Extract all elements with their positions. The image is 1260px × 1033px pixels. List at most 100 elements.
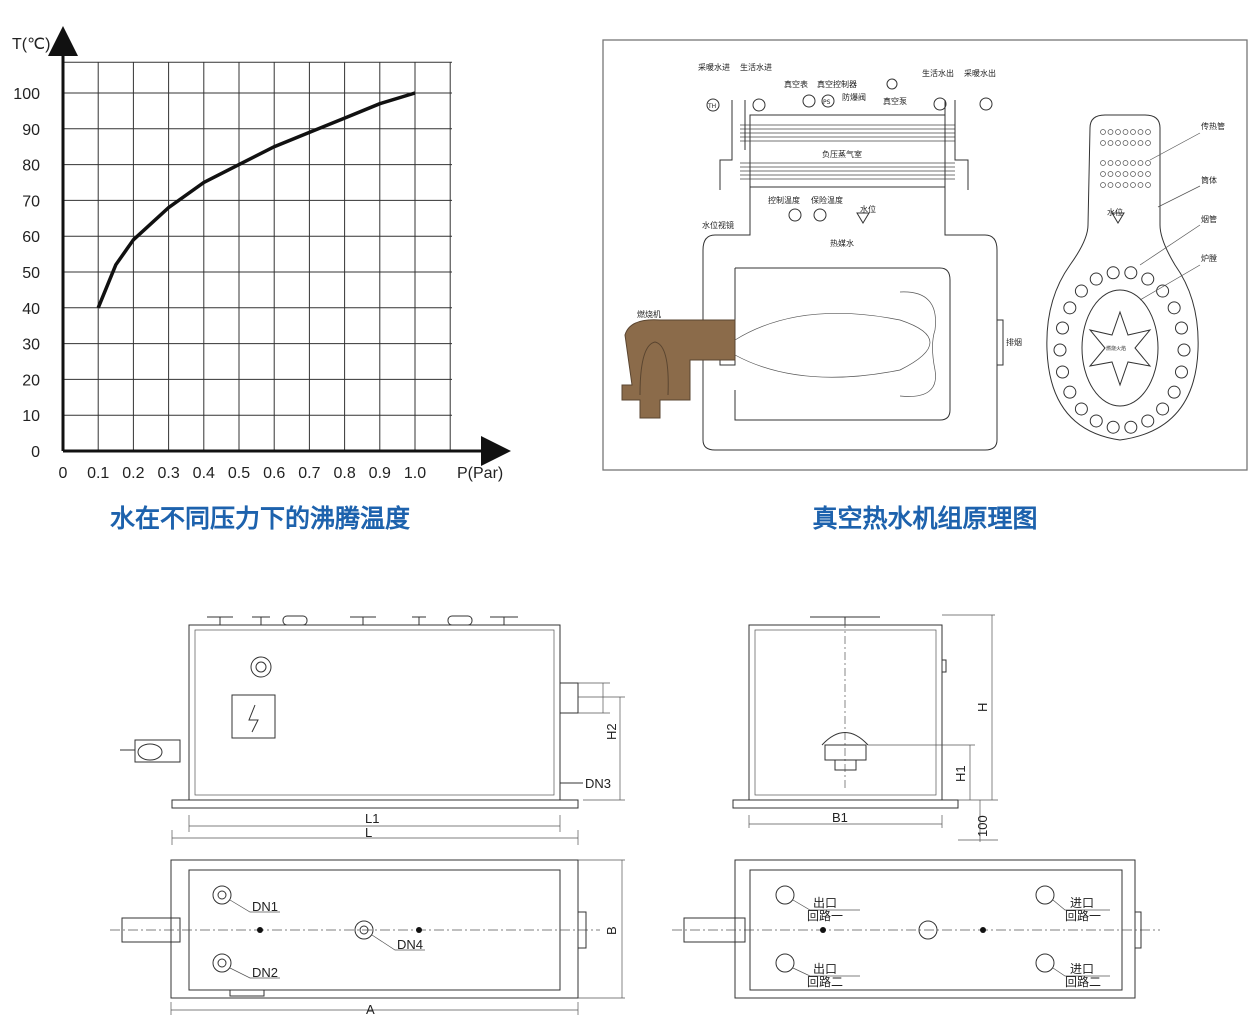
heat-tube-icon xyxy=(1115,160,1121,166)
y-axis-label: T(℃) xyxy=(12,36,50,53)
heat-tube-icon xyxy=(1115,129,1121,135)
y-tick-label: 90 xyxy=(22,122,40,139)
label-loop-1-out: 回路一 xyxy=(807,908,843,923)
heat-tube-icon xyxy=(1100,182,1106,188)
heat-tube-icon xyxy=(1122,140,1129,146)
heat-tube-icon xyxy=(1130,129,1136,135)
smoke-tube-icon xyxy=(1074,402,1088,416)
x-axis-label: P(Par) xyxy=(457,465,503,482)
heat-tube-icon xyxy=(1107,129,1114,135)
smoke-tube-icon xyxy=(1141,272,1155,286)
front-view-drawing: L1 L H2 DN3 xyxy=(120,615,625,845)
label-flame: 燃烧火焰 xyxy=(1106,345,1126,352)
smoke-tube-icon xyxy=(1074,284,1088,298)
label-heat-medium: 热媒水 xyxy=(830,238,854,248)
smoke-tube-icon xyxy=(1056,321,1070,335)
heat-tube-icon xyxy=(1100,129,1106,135)
dim-A: A xyxy=(366,1002,375,1017)
x-tick-label: 0.6 xyxy=(263,465,285,482)
smoke-tube-icon xyxy=(1167,301,1181,315)
label-water-level: 水位 xyxy=(860,204,876,214)
x-tick-label: 0.3 xyxy=(157,465,179,482)
smoke-tube-icon xyxy=(1167,385,1181,399)
port-DN1: DN1 xyxy=(252,899,278,914)
heat-tube-icon xyxy=(1130,140,1136,146)
heat-tube-icon xyxy=(1137,160,1144,166)
dim-H: H xyxy=(975,703,990,712)
dim-L1: L1 xyxy=(365,811,379,826)
smoke-tube-icon xyxy=(1156,284,1170,298)
x-tick-label: 0.2 xyxy=(122,465,144,482)
label-burner: 燃烧机 xyxy=(637,309,661,319)
heat-tube-icon xyxy=(1122,171,1129,177)
x-tick-label: 1.0 xyxy=(404,465,426,482)
label-loop-1-in: 回路一 xyxy=(1065,908,1101,923)
label-control-temp: 控制温度 xyxy=(768,195,800,205)
y-tick-label: 20 xyxy=(22,372,40,389)
side-view-drawing: H H1 100 B1 xyxy=(732,614,998,842)
y-tick-label: 100 xyxy=(13,86,40,103)
heat-tube-icon xyxy=(1115,140,1121,146)
label-loop-2-in: 回路二 xyxy=(1065,974,1101,989)
smoke-tube-icon xyxy=(1089,414,1103,428)
dim-B: B xyxy=(604,926,619,935)
port-DN2: DN2 xyxy=(252,965,278,980)
heat-tube-icon xyxy=(1145,140,1151,146)
heat-tube-icon xyxy=(1107,182,1114,188)
label-vacuum-controller: 真空控制器 xyxy=(817,79,857,89)
heat-tube-icon xyxy=(1137,171,1144,177)
smoke-tube-icon xyxy=(1174,365,1188,379)
label-domestic-in: 生活水进 xyxy=(740,62,772,72)
heat-tube-icon xyxy=(1100,160,1106,166)
label-furnace: 炉膛 xyxy=(1201,253,1217,263)
label-ps: PS xyxy=(823,99,831,106)
y-tick-label: 60 xyxy=(22,229,40,246)
smoke-tube-icon xyxy=(1056,365,1070,379)
x-tick-label: 0.9 xyxy=(369,465,391,482)
schematic-frame xyxy=(602,39,1248,471)
x-tick-label: 0.7 xyxy=(298,465,320,482)
smoke-tube-icon xyxy=(1141,414,1155,428)
label-shell: 筒体 xyxy=(1201,175,1217,185)
smoke-tube-icon xyxy=(1106,420,1120,434)
heat-tube-icon xyxy=(1145,160,1151,166)
label-safety-temp: 保险温度 xyxy=(811,195,843,205)
smoke-tube-icon xyxy=(1174,321,1188,335)
port-DN4: DN4 xyxy=(397,937,423,952)
heat-tube-icon xyxy=(1130,160,1136,166)
smoke-tube-icon xyxy=(1063,385,1077,399)
smoke-tube-icon xyxy=(1106,266,1120,280)
smoke-tube-icon xyxy=(1156,402,1170,416)
label-vacuum-gauge: 真空表 xyxy=(784,79,808,89)
label-heating-out: 采暖水出 xyxy=(964,68,996,78)
heat-tube-icon xyxy=(1107,160,1114,166)
heat-tube-icon xyxy=(1137,182,1144,188)
label-chamber: 负压蒸气室 xyxy=(822,149,862,159)
y-tick-label: 80 xyxy=(22,158,40,175)
heat-tube-icon xyxy=(1100,140,1106,146)
heat-tube-icon xyxy=(1100,171,1106,177)
label-domestic-out: 生活水出 xyxy=(922,68,954,78)
heat-tube-icon xyxy=(1115,182,1121,188)
y-tick-label: 50 xyxy=(22,265,40,282)
heat-tube-icon xyxy=(1137,140,1144,146)
top-view-dual-loop: 出口 回路一 进口 回路一 出口 回路二 进口 回路二 xyxy=(672,859,1160,999)
y-tick-label: 70 xyxy=(22,193,40,210)
y-tick-label: 0 xyxy=(31,444,40,461)
label-inlet-2: 进口 xyxy=(1070,962,1094,976)
label-inlet-1: 进口 xyxy=(1070,896,1094,910)
boiler-cross-section xyxy=(1046,114,1199,441)
heat-tube-icon xyxy=(1130,182,1136,188)
top-view-single-loop: DN1 DN2 DN4 A B xyxy=(110,859,625,1017)
heat-tube-icon xyxy=(1115,171,1121,177)
dim-H1: H1 xyxy=(953,765,968,782)
label-outlet-1: 出口 xyxy=(813,896,837,910)
heat-tube-icon xyxy=(1145,129,1151,135)
label-explosion-valve: 防爆阀 xyxy=(842,92,866,102)
smoke-tube-icon xyxy=(1124,420,1138,434)
chart-grid xyxy=(63,61,452,451)
x-tick-label: 0.8 xyxy=(333,465,355,482)
heat-tube-icon xyxy=(1145,182,1151,188)
